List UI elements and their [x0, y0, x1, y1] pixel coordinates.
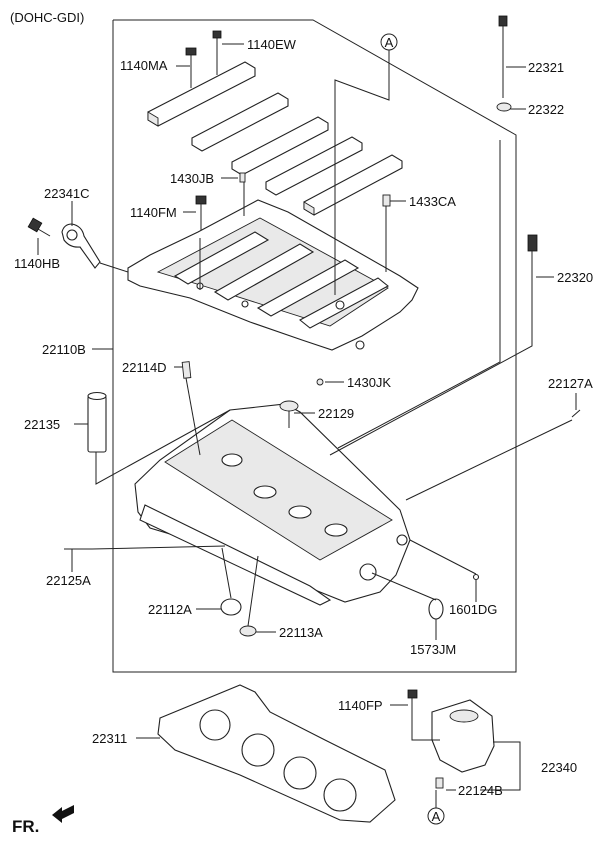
svg-text:A: A [432, 809, 441, 824]
front-arrow-icon [52, 805, 74, 823]
label-22322: 22322 [528, 102, 564, 117]
dowel-22135 [87, 391, 107, 453]
bracket-22341c [61, 223, 101, 269]
label-22124b: 22124B [458, 783, 503, 798]
head-bolt-22321 [496, 15, 512, 112]
camshaft-carrier [127, 199, 419, 351]
label-22113a: 22113A [279, 625, 323, 640]
label-22125a: 22125A [46, 573, 91, 588]
label-1140fp: 1140FP [338, 698, 383, 713]
ref-circle-bottom: A [427, 807, 445, 825]
housing-22340 [407, 689, 495, 789]
label-1573jm: 1573JM [410, 642, 456, 657]
ref-circle-top: A [380, 33, 398, 51]
label-1430jk: 1430JK [347, 375, 391, 390]
label-22127a: 22127A [548, 376, 593, 391]
label-1433ca: 1433CA [409, 194, 456, 209]
front-label: FR. [12, 817, 39, 836]
label-22129: 22129 [318, 406, 354, 421]
label-1140ew: 1140EW [247, 37, 297, 52]
cylinder-head [134, 403, 411, 606]
oil-cap-22129 [279, 400, 299, 428]
label-1430jb: 1430JB [170, 171, 214, 186]
head-bolt-22320 [527, 234, 538, 318]
bolt-1140hb [27, 217, 51, 237]
stud-22127a [571, 409, 581, 418]
label-22321: 22321 [528, 60, 564, 75]
leader-lines [37, 43, 577, 808]
bearing-caps [147, 61, 403, 216]
cap-bolts [185, 30, 222, 88]
label-1140ma: 1140MA [120, 58, 168, 73]
dowel-22114d [181, 361, 192, 379]
label-1601dg: 1601DG [449, 602, 497, 617]
label-22311: 22311 [92, 731, 127, 746]
engine-type-header: (DOHC-GDI) [10, 10, 84, 25]
label-1140fm: 1140FM [130, 205, 177, 220]
small-dowels [239, 172, 391, 386]
front-direction-marker: FR. [12, 805, 74, 836]
label-22341c: 22341C [44, 186, 90, 201]
head-gasket-22311 [157, 684, 396, 823]
label-22340: 22340 [541, 760, 577, 775]
label-22320: 22320 [557, 270, 593, 285]
label-22114d: 22114D [122, 360, 167, 375]
label-22112a: 22112A [148, 602, 192, 617]
seal-plugs [220, 573, 480, 637]
assembly-frame [112, 19, 517, 673]
svg-text:A: A [385, 35, 394, 50]
label-1140hb: 1140HB [14, 256, 60, 271]
label-22110b: 22110B [42, 342, 86, 357]
label-22135: 22135 [24, 417, 60, 432]
